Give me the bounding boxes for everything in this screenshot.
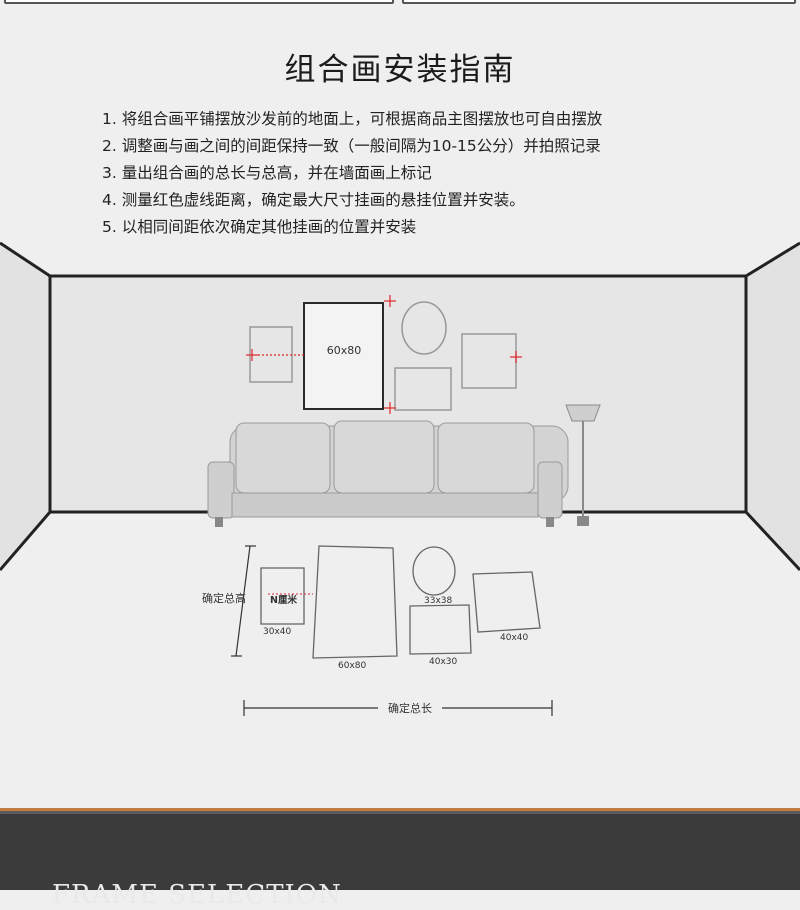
footer-bar: FRAME SELECTION bbox=[0, 808, 800, 910]
floor-label-33x38: 33x38 bbox=[424, 596, 453, 606]
room-illustration: 60x80 N厘米 30x40 60x80 33x38 40x30 40 bbox=[0, 241, 800, 716]
floor-lamp bbox=[565, 404, 601, 526]
left-wall bbox=[0, 243, 50, 570]
floor-frame-33x38 bbox=[412, 546, 456, 596]
floor-frame-60x80 bbox=[312, 545, 398, 659]
room-edges bbox=[0, 241, 800, 572]
floor-frame-30x40 bbox=[260, 567, 305, 625]
right-wall bbox=[746, 243, 800, 570]
floor-label-40x40: 40x40 bbox=[500, 633, 529, 643]
page-title: 组合画安装指南 bbox=[284, 52, 516, 88]
red-markers bbox=[246, 295, 522, 414]
wall-frame-oval bbox=[401, 301, 447, 355]
step-item: 1. 将组合画平铺摆放沙发前的地面上，可根据商品主图摆放也可自由摆放 bbox=[102, 110, 603, 128]
top-frame-strip bbox=[0, 0, 800, 8]
floor-frames bbox=[260, 545, 541, 659]
install-steps: 1. 将组合画平铺摆放沙发前的地面上，可根据商品主图摆放也可自由摆放 2. 调整… bbox=[102, 106, 602, 241]
wall-frame-landscape bbox=[394, 367, 452, 411]
height-measure bbox=[231, 545, 256, 657]
total-length-label: 确定总长 bbox=[388, 701, 432, 715]
frame-selection-heading: FRAME SELECTION bbox=[52, 880, 342, 910]
floor-label-30x40: 30x40 bbox=[263, 627, 292, 637]
step-item: 5. 以相同间距依次确定其他挂画的位置并安装 bbox=[102, 218, 417, 236]
length-measure bbox=[243, 700, 553, 716]
top-frame-right bbox=[402, 0, 796, 4]
step-item: 3. 量出组合画的总长与总高，并在墙面画上标记 bbox=[102, 164, 432, 182]
wall-frame-main bbox=[303, 302, 384, 410]
step-item: 4. 测量红色虚线距离，确定最大尺寸挂画的悬挂位置并安装。 bbox=[102, 191, 525, 209]
top-frame-left bbox=[4, 0, 394, 4]
step-item: 2. 调整画与画之间的间距保持一致（一般间隔为10-15公分）并拍照记录 bbox=[102, 137, 601, 155]
spacing-label: N厘米 bbox=[270, 594, 297, 606]
floor-label-60x80: 60x80 bbox=[338, 661, 367, 671]
total-height-label: 确定总高 bbox=[202, 591, 246, 605]
wall-frame-main-label: 60x80 bbox=[327, 344, 362, 357]
floor-label-40x30: 40x30 bbox=[429, 657, 458, 667]
sofa bbox=[207, 420, 569, 527]
floor-frame-40x40 bbox=[472, 571, 541, 633]
floor-frame-40x30 bbox=[409, 604, 472, 655]
